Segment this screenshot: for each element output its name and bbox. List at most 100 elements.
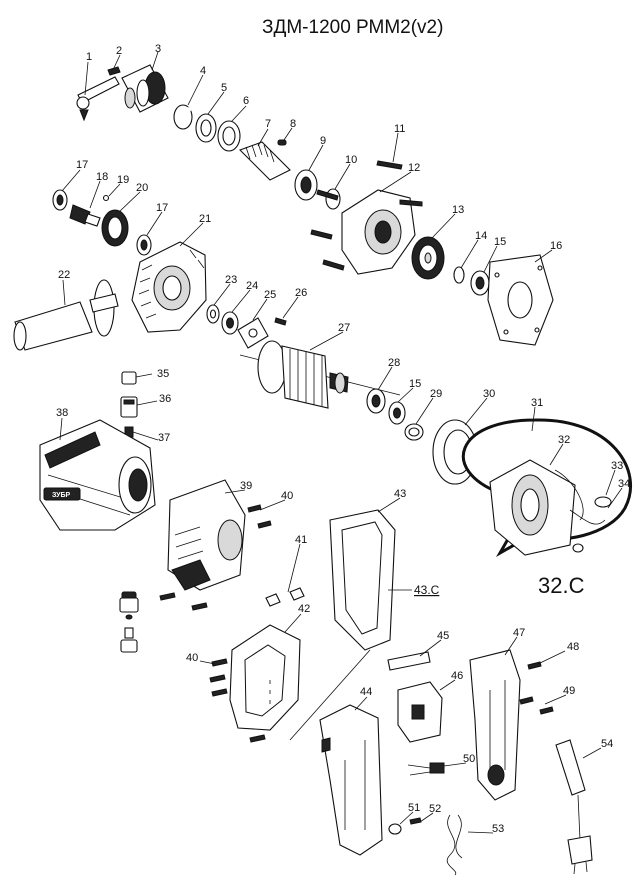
bearing-15b	[388, 401, 406, 425]
part-number: 31	[531, 397, 543, 409]
part-number: 14	[475, 230, 487, 242]
brush-holder-36	[120, 396, 138, 418]
part-number: 29	[430, 388, 442, 400]
screws-40a	[159, 504, 272, 611]
part-number: 28	[388, 357, 400, 369]
part-number: 41	[295, 534, 307, 546]
key-19	[102, 194, 110, 202]
bearing-15a	[470, 270, 490, 296]
part-number: 34	[618, 478, 630, 490]
gear-13	[411, 236, 445, 280]
part-number: 3	[155, 43, 161, 55]
capacitor-50	[407, 762, 445, 776]
rubber-ring-29	[404, 423, 424, 441]
part-number: 16	[550, 240, 562, 252]
handle-half-44	[319, 704, 383, 856]
gear-housing	[310, 189, 423, 275]
washer-23	[206, 304, 220, 324]
bearing-24	[221, 311, 239, 335]
part-number: 49	[563, 685, 575, 697]
screws-48-49	[519, 661, 554, 715]
part-number: 15	[494, 236, 506, 248]
cord-53	[446, 814, 463, 876]
key-pin	[277, 139, 287, 146]
part-number: 21	[199, 213, 211, 225]
cord-clamp-51-52	[388, 817, 422, 835]
part-number: 39	[240, 480, 252, 492]
clip-41	[265, 587, 305, 607]
screws-40b	[209, 658, 266, 743]
stator-callout-label: 32.С	[538, 573, 585, 598]
armature	[239, 340, 401, 409]
part-number: 37	[158, 432, 170, 444]
switch-46	[397, 681, 443, 743]
housing-logo-text: ЗУБР	[52, 492, 71, 499]
circlip-14	[453, 266, 465, 284]
switch-trigger-45	[387, 651, 431, 671]
part-number: 17	[76, 159, 88, 171]
part-number: 40	[186, 652, 198, 664]
handle-half-47	[469, 649, 521, 801]
leader-lines	[59, 51, 623, 834]
part-number: 25	[264, 289, 276, 301]
handle-cover-43	[329, 509, 396, 651]
screw-11	[376, 160, 403, 170]
handle-half-42	[229, 624, 301, 731]
part-number: 26	[295, 287, 307, 299]
part-number: 43	[394, 488, 406, 500]
part-number: 48	[567, 641, 579, 653]
washer-6	[217, 120, 241, 152]
part-number: 40	[281, 490, 293, 502]
part-number: 38	[56, 407, 68, 419]
part-number: 33	[611, 460, 623, 472]
retaining-ring	[173, 104, 193, 130]
power-cord-plug-54	[555, 739, 593, 875]
part-number: 18	[96, 171, 108, 183]
rear-cover	[167, 479, 246, 591]
part-number: 32	[558, 434, 570, 446]
bearing-9	[294, 169, 318, 201]
gasket-plate	[487, 254, 554, 346]
spindle	[239, 141, 291, 181]
handle-cover-sub-label: 43.С	[414, 583, 440, 597]
part-number: 23	[225, 274, 237, 286]
part-number: 22	[58, 269, 70, 281]
part-number: 12	[408, 162, 420, 174]
bearing-28	[366, 388, 386, 414]
part-number: 45	[437, 630, 449, 642]
part-number: 7	[265, 118, 271, 130]
part-number: 19	[117, 174, 129, 186]
part-number: 44	[360, 686, 372, 698]
part-number: 52	[429, 803, 441, 815]
motor-housing: ЗУБР	[39, 419, 156, 531]
part-number: 47	[513, 627, 525, 639]
pinion-shaft	[69, 204, 101, 227]
bearing-17b	[136, 234, 152, 256]
screw-26	[274, 317, 287, 326]
part-number: 50	[463, 753, 475, 765]
part-number: 13	[452, 204, 464, 216]
part-number: 35	[157, 368, 169, 380]
chuck-screw	[107, 66, 121, 76]
part-number: 4	[200, 65, 206, 77]
part-number: 30	[483, 388, 495, 400]
terminal-33	[594, 496, 612, 508]
gear-20	[101, 209, 129, 247]
part-number: 24	[246, 280, 258, 292]
part-number: 53	[492, 823, 504, 835]
gear-case	[131, 241, 207, 333]
part-number-labels: 1 2 3 4 5 6 7 8 9 10 11 12 13 14 15 16 1…	[56, 43, 630, 835]
lower-brush-parts	[119, 591, 139, 653]
drill-chuck	[121, 64, 169, 113]
part-number: 6	[243, 95, 249, 107]
part-number: 9	[320, 135, 326, 147]
part-number: 27	[338, 322, 350, 334]
part-number: 36	[159, 393, 171, 405]
part-number: 46	[451, 670, 463, 682]
part-number: 1	[86, 51, 92, 63]
part-number: 15	[409, 378, 421, 390]
part-number: 8	[290, 118, 296, 130]
bearing-plate	[237, 317, 269, 349]
part-number: 2	[116, 45, 122, 57]
